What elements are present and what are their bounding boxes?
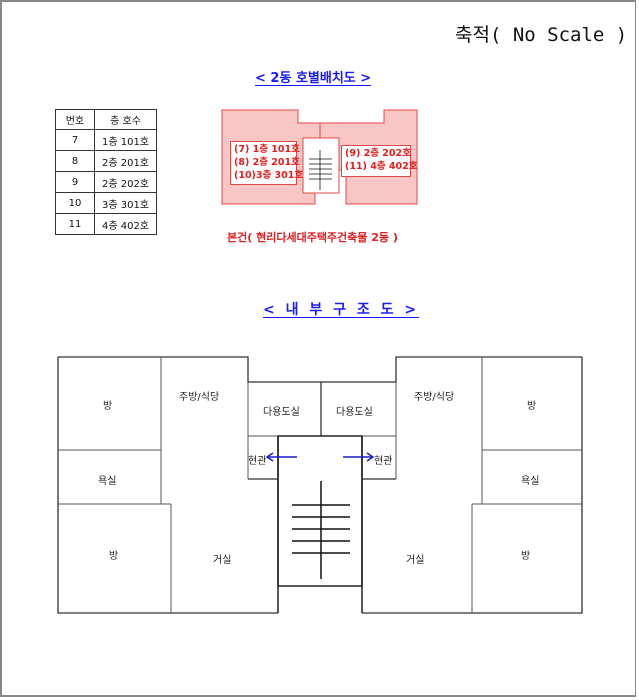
unit-label: (10)3층 301호 [234,170,304,181]
floor-plan-title: < 내 부 구 조 도 > [263,302,420,318]
unit-label: (9) 2층 202호 [345,148,411,159]
right-units-box: (9) 2층 202호 (11) 4층 402호 [341,145,418,177]
cell-no: 11 [55,213,95,235]
right-bath: 욕실 [521,476,540,487]
entrance-arrows [265,452,375,462]
cell-unit: 4층 402호 [94,213,157,235]
building-caption: 본건( 현리다세대주택주건축물 2동 ) [227,231,398,244]
left-entrance: 현관 [248,456,267,467]
unit-label: (8) 2층 201호 [234,157,300,168]
right-kitchen: 주방/식당 [414,392,455,403]
left-room-top: 방 [103,401,113,412]
right-entrance: 현관 [374,456,393,467]
scale-note: 축적( No Scale ) [455,24,628,46]
left-units-box: (7) 1층 101호 (8) 2층 201호 (10)3층 301호 [230,141,304,185]
unit-label: (11) 4층 402호 [345,161,418,172]
left-utility: 다용도실 [263,407,300,418]
unit-label: (7) 1층 101호 [234,144,300,155]
left-kitchen: 주방/식당 [179,392,220,403]
left-living: 거실 [213,555,232,566]
unit-layout-title: < 2동 호별배치도 > [255,71,372,86]
right-room-bottom: 방 [521,551,531,562]
right-room-top: 방 [527,401,537,412]
left-bath: 욕실 [98,476,117,487]
left-room-bottom: 방 [109,551,119,562]
right-living: 거실 [406,555,425,566]
right-utility: 다용도실 [336,407,373,418]
